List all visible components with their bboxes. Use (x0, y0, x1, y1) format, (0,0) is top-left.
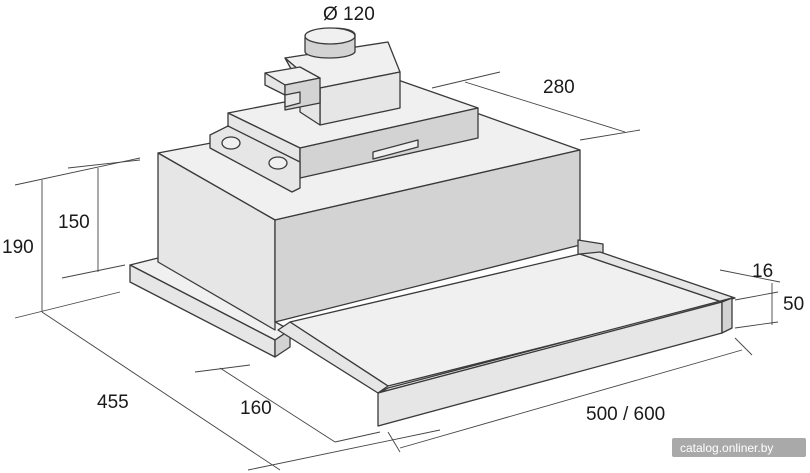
label-panel-thickness: 16 (752, 261, 773, 282)
motor-housing (284, 27, 401, 126)
label-body-height: 150 (58, 212, 90, 233)
dimension-lines (14, 71, 781, 471)
dimension-labels: Ø 120 280 190 150 455 160 500 / 600 16 5… (2, 4, 804, 425)
label-front-depth: 160 (240, 398, 272, 419)
label-depth-top: 280 (543, 77, 575, 98)
pull-out-tray (277, 251, 736, 394)
mounting-bracket (209, 125, 301, 193)
label-total-height: 190 (2, 237, 34, 258)
label-total-depth: 455 (97, 392, 129, 413)
front-panel (377, 297, 733, 427)
label-width: 500 / 600 (586, 404, 665, 425)
connector-block (264, 66, 321, 111)
label-duct-diameter: Ø 120 (323, 4, 375, 25)
label-panel-height: 50 (783, 294, 804, 315)
watermark: catalog.onliner.by (672, 438, 806, 457)
watermark-text: catalog.onliner.by (680, 441, 773, 455)
